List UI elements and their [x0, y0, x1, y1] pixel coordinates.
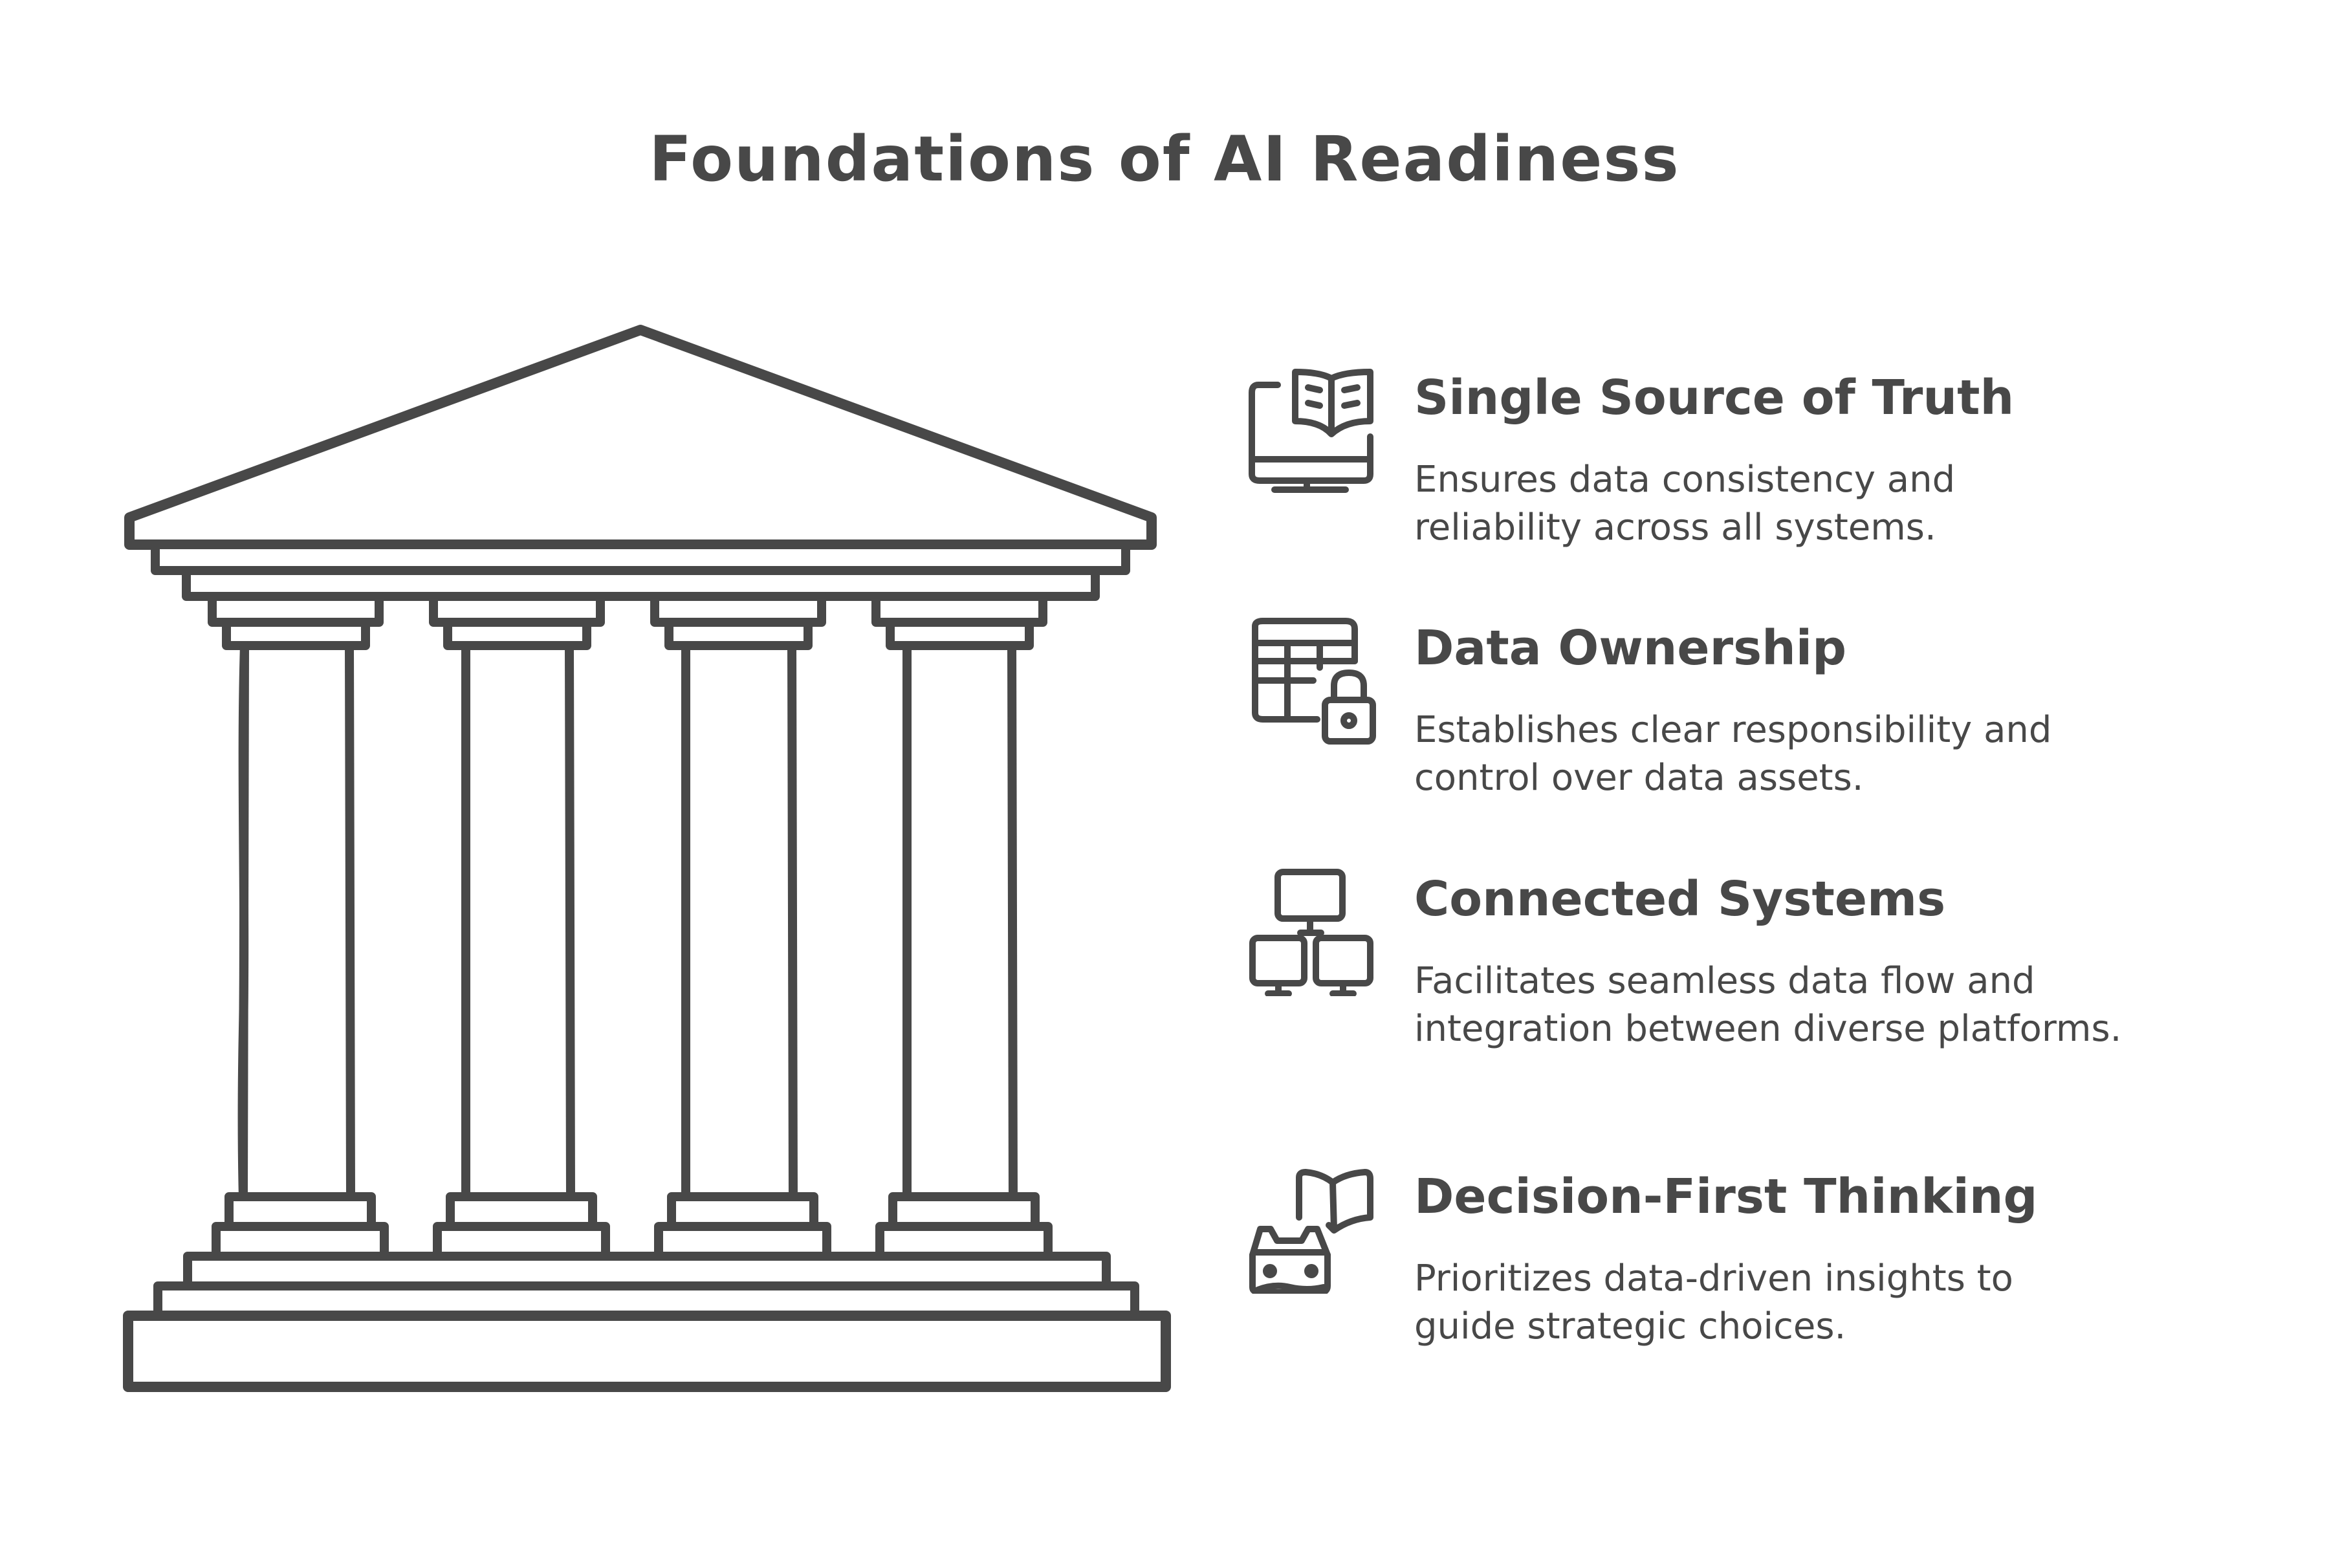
pediment: [124, 325, 1157, 550]
item-heading: Single Source of Truth: [1414, 370, 2015, 426]
item-description: Prioritizes data-driven insights to guid…: [1414, 1258, 2013, 1347]
item-description: Ensures data consistency and reliability…: [1414, 459, 1956, 549]
column-2: [429, 592, 610, 1261]
column-1: [208, 592, 389, 1261]
temple-pillars-illustration: [123, 325, 1171, 1392]
item-heading: Decision-First Thinking: [1414, 1169, 2038, 1225]
column-3: [650, 592, 831, 1261]
computer-book-icon: [1249, 369, 1373, 493]
base-step-3: [123, 1311, 1171, 1392]
diagram-title: Foundations of AI Readiness: [649, 123, 1680, 195]
column-4: [871, 592, 1053, 1261]
item-heading: Data Ownership: [1414, 620, 1847, 676]
networked-computers-icon: [1249, 869, 1373, 996]
item-description: Establishes clear responsibility and con…: [1414, 709, 2052, 799]
item-heading: Connected Systems: [1414, 871, 1946, 927]
locked-database-table-icon: [1252, 618, 1376, 745]
item-description: Facilitates seamless data flow and integ…: [1414, 960, 2122, 1050]
vr-headset-book-icon: [1249, 1169, 1373, 1294]
